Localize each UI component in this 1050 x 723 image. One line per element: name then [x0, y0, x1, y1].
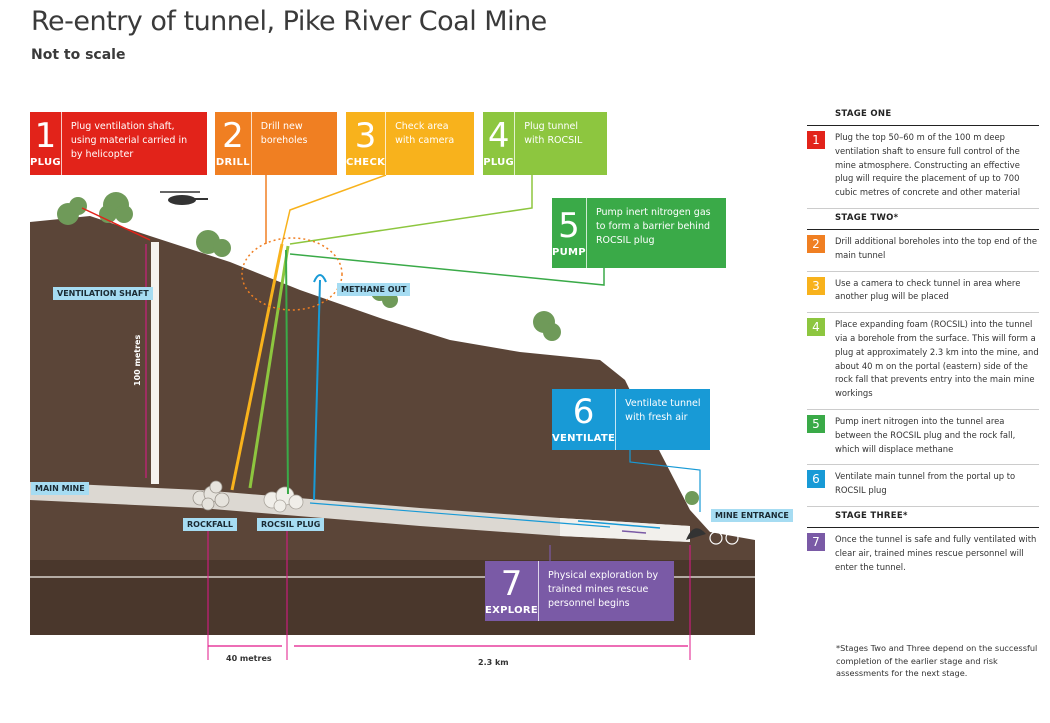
label-rocsil-plug: ROCSIL PLUG [257, 518, 325, 531]
step-7: 7 Once the tunnel is safe and fully vent… [807, 528, 1039, 582]
step-4: 4 Place expanding foam (ROCSIL) into the… [807, 313, 1039, 410]
portal-arch [686, 528, 706, 540]
step-3-text: Use a camera to check tunnel in area whe… [835, 277, 1021, 302]
leader-3 [281, 174, 387, 245]
label-shaft-depth: 100 metres [133, 334, 142, 386]
step-5: 5 Pump inert nitrogen into the tunnel ar… [807, 410, 1039, 466]
fresh-air-arrow-2 [309, 502, 611, 528]
step-5-text: Pump inert nitrogen into the tunnel area… [835, 415, 1016, 454]
leader-6 [629, 450, 701, 512]
step-3-badge: 3 [807, 276, 825, 295]
borehole-nitrogen [285, 249, 289, 495]
stages-panel: STAGE ONE 1 Plug the top 50–60 m of the … [807, 105, 1039, 582]
page-subtitle: Not to scale [31, 47, 126, 63]
step-3: 3 Use a camera to check tunnel in area w… [807, 272, 1039, 314]
step-1-text: Plug the top 50–60 m of the 100 m deep v… [835, 132, 1021, 198]
rockfall-icon [192, 480, 230, 511]
tunnel-portal-glow [560, 518, 690, 542]
step-2-badge: 2 [807, 234, 825, 253]
label-mine-entrance: MINE ENTRANCE [711, 509, 793, 522]
label-ventilation-shaft: VENTILATION SHAFT [53, 287, 153, 300]
ventilation-shaft [151, 242, 159, 484]
step-6: 6 Ventilate main tunnel from the portal … [807, 465, 1039, 507]
step-6-text: Ventilate main tunnel from the portal up… [835, 471, 1016, 496]
label-main-mine: MAIN MINE [31, 482, 89, 495]
stage-three-heading: STAGE THREE* [807, 507, 1039, 528]
borehole-rocsil [248, 245, 290, 489]
step-2: 2 Drill additional boreholes into the to… [807, 230, 1039, 272]
step-5-badge: 5 [807, 414, 825, 433]
leader-4 [289, 175, 533, 245]
step-4-badge: 4 [807, 318, 825, 337]
label-rockfall: ROCKFALL [183, 518, 237, 531]
plug-area-highlight [241, 237, 343, 311]
step-1: 1 Plug the top 50–60 m of the 100 m deep… [807, 126, 1039, 209]
page-title: Re-entry of tunnel, Pike River Coal Mine [31, 6, 547, 37]
fan-icons [709, 531, 739, 545]
step-7-text: Once the tunnel is safe and fully ventil… [835, 533, 1037, 572]
leader-1 [81, 207, 151, 241]
step-7-badge: 7 [807, 532, 825, 551]
step-1-badge: 1 [807, 131, 825, 149]
label-methane-out: METHANE OUT [337, 283, 411, 296]
stage-two-heading: STAGE TWO* [807, 209, 1039, 230]
helicopter-icon [160, 191, 208, 205]
explore-arrow [621, 530, 647, 534]
step-4-text: Place expanding foam (ROCSIL) into the t… [835, 319, 1039, 399]
fresh-air-arrow [577, 520, 661, 529]
rocsil-plug-icon [263, 486, 304, 513]
label-dim-23: 2.3 km [478, 658, 509, 667]
borehole-camera [230, 243, 284, 491]
footnote: *Stages Two and Three depend on the succ… [836, 643, 1038, 678]
label-dim-40: 40 metres [226, 654, 272, 663]
methane-out-arrow [313, 274, 327, 283]
step-6-badge: 6 [807, 470, 825, 489]
mine-cross-section [30, 174, 755, 660]
stage-one-heading: STAGE ONE [807, 105, 1039, 126]
step-2-text: Drill additional boreholes into the top … [835, 235, 1037, 260]
borehole-methane [313, 279, 321, 501]
